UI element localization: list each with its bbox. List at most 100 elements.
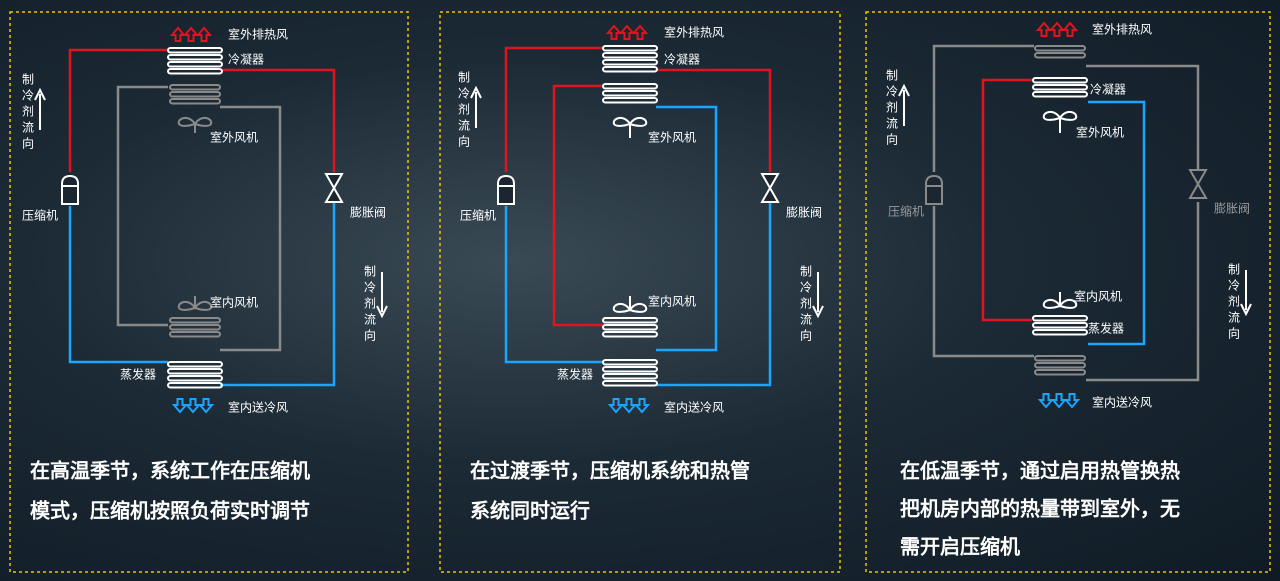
evaporator-label: 蒸发器: [557, 367, 593, 382]
caption-line: 在过渡季节，压缩机系统和热管: [470, 459, 750, 483]
caption-line: 需开启压缩机: [900, 535, 1020, 559]
heat-pipe-pipe-cold: [1088, 100, 1146, 346]
down-arrow-icon: [607, 398, 625, 414]
supply-label: 室内送冷风: [664, 400, 724, 415]
flow-char: 制: [364, 265, 376, 279]
flow-char: 制: [886, 69, 898, 83]
down-arrow-icon: [1063, 393, 1081, 409]
evaporator-label: 蒸发器: [120, 367, 156, 382]
coil-tube: [1034, 45, 1086, 52]
caption-line: 系统同时运行: [470, 499, 590, 523]
coil-tube: [169, 91, 221, 98]
flow-arrowhead: [1240, 303, 1252, 317]
indoor-fan-icon: [177, 301, 213, 311]
coil-tube: [602, 380, 658, 387]
coil-tube: [1032, 322, 1088, 329]
up-arrow-icon: [618, 24, 636, 40]
caption-line: 在高温季节，系统工作在压缩机: [30, 459, 310, 483]
fan-blade: [1058, 111, 1078, 121]
coil-tube: [1032, 77, 1088, 84]
flow-char: 流: [458, 119, 470, 133]
coil-tube: [167, 61, 223, 68]
coil-tube: [602, 331, 658, 338]
flow-arrowhead: [812, 305, 824, 319]
flow-char: 向: [1228, 326, 1240, 341]
indoor-fan-label: 室内风机: [1074, 289, 1122, 304]
exhaust-arrows-icon: [1035, 21, 1079, 37]
exhaust-label: 室外排热风: [1092, 22, 1152, 37]
flow-arrowhead: [470, 85, 482, 99]
condenser-coil: [167, 47, 223, 75]
outdoor-fan-label: 室外风机: [210, 130, 258, 145]
coil-tube: [1034, 362, 1086, 369]
flow-char: 冷: [22, 89, 34, 103]
coil-tube: [602, 317, 658, 324]
up-arrow-icon: [605, 24, 623, 40]
refrigerant-pipe-hot: [220, 68, 336, 172]
panel-heatpipe-mode: 室外排热风冷凝器室外风机室内风机蒸发器室内送冷风压缩机膨胀阀制冷剂流向制冷剂流向…: [865, 11, 1271, 573]
flow-char: 向: [364, 328, 376, 343]
coil-tube: [602, 83, 658, 90]
flow-char: 冷: [1228, 279, 1240, 293]
flow-char: 冷: [364, 281, 376, 295]
coil-tube: [167, 68, 223, 75]
refrigerant-pipe-cold: [68, 206, 168, 364]
fan-blade: [193, 301, 213, 311]
coil-tube: [602, 52, 658, 59]
flow-char: 流: [22, 121, 34, 135]
flow-arrowhead: [376, 305, 388, 319]
fan-blade: [612, 303, 632, 313]
coil-tube: [602, 324, 658, 331]
flow-char: 冷: [458, 87, 470, 101]
coil-tube: [167, 375, 223, 382]
heat-pipe-evaporator-coil: [602, 317, 658, 338]
caption-line: 模式，压缩机按照负荷实时调节: [30, 499, 310, 523]
expansion-valve-label: 膨胀阀: [350, 206, 386, 220]
compressor-label: 压缩机: [22, 208, 58, 223]
supply-label: 室内送冷风: [1092, 395, 1152, 410]
outdoor-fan-icon: [177, 117, 213, 127]
evaporator-coil-off: [1034, 355, 1086, 376]
flow-char: 向: [22, 136, 34, 151]
heat-pipe-evaporator-coil: [1032, 315, 1088, 336]
up-arrow-icon: [1048, 21, 1066, 37]
coil-tube: [1032, 91, 1088, 98]
coil-tube: [602, 366, 658, 373]
panel-transition-mode: 室外排热风冷凝器室外风机室内风机蒸发器室内送冷风压缩机膨胀阀制冷剂流向制冷剂流向…: [439, 11, 841, 573]
down-arrow-icon: [620, 398, 638, 414]
evaporator-coil: [602, 359, 658, 387]
coil-tube: [602, 90, 658, 97]
fan-blade: [177, 301, 197, 311]
coil-tube: [602, 359, 658, 366]
coil-tube: [602, 373, 658, 380]
coil-tube: [167, 54, 223, 61]
up-arrow-icon: [1035, 21, 1053, 37]
coil-tube: [167, 382, 223, 389]
flow-char: 制: [22, 73, 34, 87]
flow-char: 流: [364, 313, 376, 327]
evaporator-label: 蒸发器: [1088, 321, 1124, 336]
up-arrow-icon: [195, 26, 213, 42]
refrigerant-pipe-off: [1086, 202, 1200, 382]
compressor-icon: [925, 174, 943, 205]
up-arrow-icon: [182, 26, 200, 42]
panel-border: [439, 11, 841, 573]
heat-pipe-pipe-cold: [656, 105, 718, 352]
coil-tube: [1032, 315, 1088, 322]
flow-char: 流: [1228, 311, 1240, 325]
heat-pipe-pipe: [220, 105, 282, 352]
flow-char: 冷: [800, 281, 812, 295]
condenser-label: 冷凝器: [228, 52, 264, 67]
coil-tube: [1032, 84, 1088, 91]
up-arrow-icon: [1061, 21, 1079, 37]
down-arrow-icon: [184, 398, 202, 414]
fan-blade: [1058, 299, 1078, 309]
exhaust-label: 室外排热风: [664, 25, 724, 40]
down-arrow-icon: [1050, 393, 1068, 409]
expansion-valve-icon: [1188, 169, 1208, 199]
fan-blade: [612, 117, 632, 127]
fan-blade: [1042, 111, 1062, 121]
